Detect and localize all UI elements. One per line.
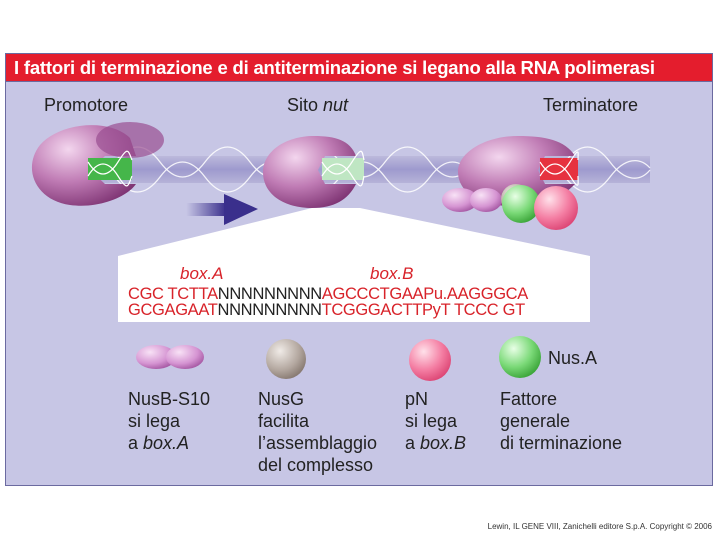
legend-s10-icon [166, 345, 204, 369]
seq-bottom-spacer: NNNNNNNNN [217, 301, 322, 319]
zoom-panel [118, 208, 590, 322]
legend-nusb: NusB-S10 si lega a box.A [128, 388, 210, 454]
legend-nusg-line1: NusG [258, 389, 305, 409]
legend-pn-prefix: a [405, 433, 421, 453]
rna-polymerase-nut [263, 136, 365, 208]
seq-bottom-box-a: GCGAGAAT [128, 301, 218, 319]
legend-nusg-line3: l’assemblaggio [258, 433, 378, 453]
legend-nusg-line2: facilita [258, 411, 310, 431]
legend-nusb-line3: a box.A [128, 432, 210, 454]
rna-polymerase-promoter [31, 122, 164, 206]
sequence-bottom-strand: GCGAGAATNNNNNNNNNTCGGGACTTPyT TCCC GT [128, 302, 525, 319]
label-terminatore: Terminatore [543, 95, 639, 115]
legend-icons [136, 336, 541, 381]
legend-pn-box: box.B [420, 433, 467, 453]
legend-nusb-box: box.A [143, 433, 190, 453]
box-b-label: box.B [370, 264, 414, 283]
legend-fattore-line3: di terminazione [500, 433, 623, 453]
seq-top-box-b: AGCCCTGAAPu.AAGGGCA [321, 285, 528, 303]
copyright-footer: Lewin, IL GENE VIII, Zanichelli editore … [487, 522, 712, 531]
label-promotore: Promotore [44, 95, 129, 115]
seq-bottom-box-b: TCGGGACTTPyT TCCC GT [321, 301, 526, 319]
label-sito-nut: Sito nut [287, 95, 348, 116]
label-sito-text: Sito [287, 95, 324, 115]
legend-nusg-icon [266, 339, 306, 379]
legend-nusb-prefix: a [128, 433, 144, 453]
legend-nusb-line1: NusB-S10 [128, 389, 211, 409]
diagram-title: I fattori di terminazione e di antitermi… [14, 56, 655, 78]
legend-pn-line2: si lega [405, 411, 458, 431]
legend-fattore-line1: Fattore [500, 389, 558, 409]
rna-polymerase-terminator [442, 136, 579, 230]
title-bar: I fattori di terminazione e di antitermi… [5, 53, 713, 82]
nusa-label: Nus.A [548, 348, 598, 368]
legend-nusb-icon [136, 345, 176, 369]
pn-protein [534, 186, 578, 230]
sequence-top-strand: CGC TCTTANNNNNNNNNAGCCCTGAAPu.AAGGGCA [128, 286, 528, 303]
box-a-label: box.A [180, 264, 224, 283]
legend-nusg-line4: del complesso [258, 455, 374, 475]
legend-fattore-line2: generale [500, 411, 571, 431]
legend-pn-icon [409, 339, 451, 381]
legend-fattore: Fattore generale di terminazione [500, 388, 622, 454]
nusb-subunit [442, 188, 478, 212]
legend-pn-line3: a box.B [405, 432, 466, 454]
legend-pn-line1: pN [405, 389, 429, 409]
label-nut-text: nut [323, 95, 349, 115]
legend-nusb-line2: si lega [128, 411, 181, 431]
nusa-protein [502, 185, 540, 223]
legend-pn: pN si lega a box.B [405, 388, 466, 454]
direction-arrow [186, 194, 258, 225]
legend-nusg: NusG facilita l’assemblaggio del comples… [258, 388, 377, 476]
seq-top-spacer: NNNNNNNNN [217, 285, 322, 303]
s10-subunit [470, 188, 502, 212]
legend-nusa-icon [499, 336, 541, 378]
seq-top-box-a: CGC TCTTA [128, 285, 218, 303]
